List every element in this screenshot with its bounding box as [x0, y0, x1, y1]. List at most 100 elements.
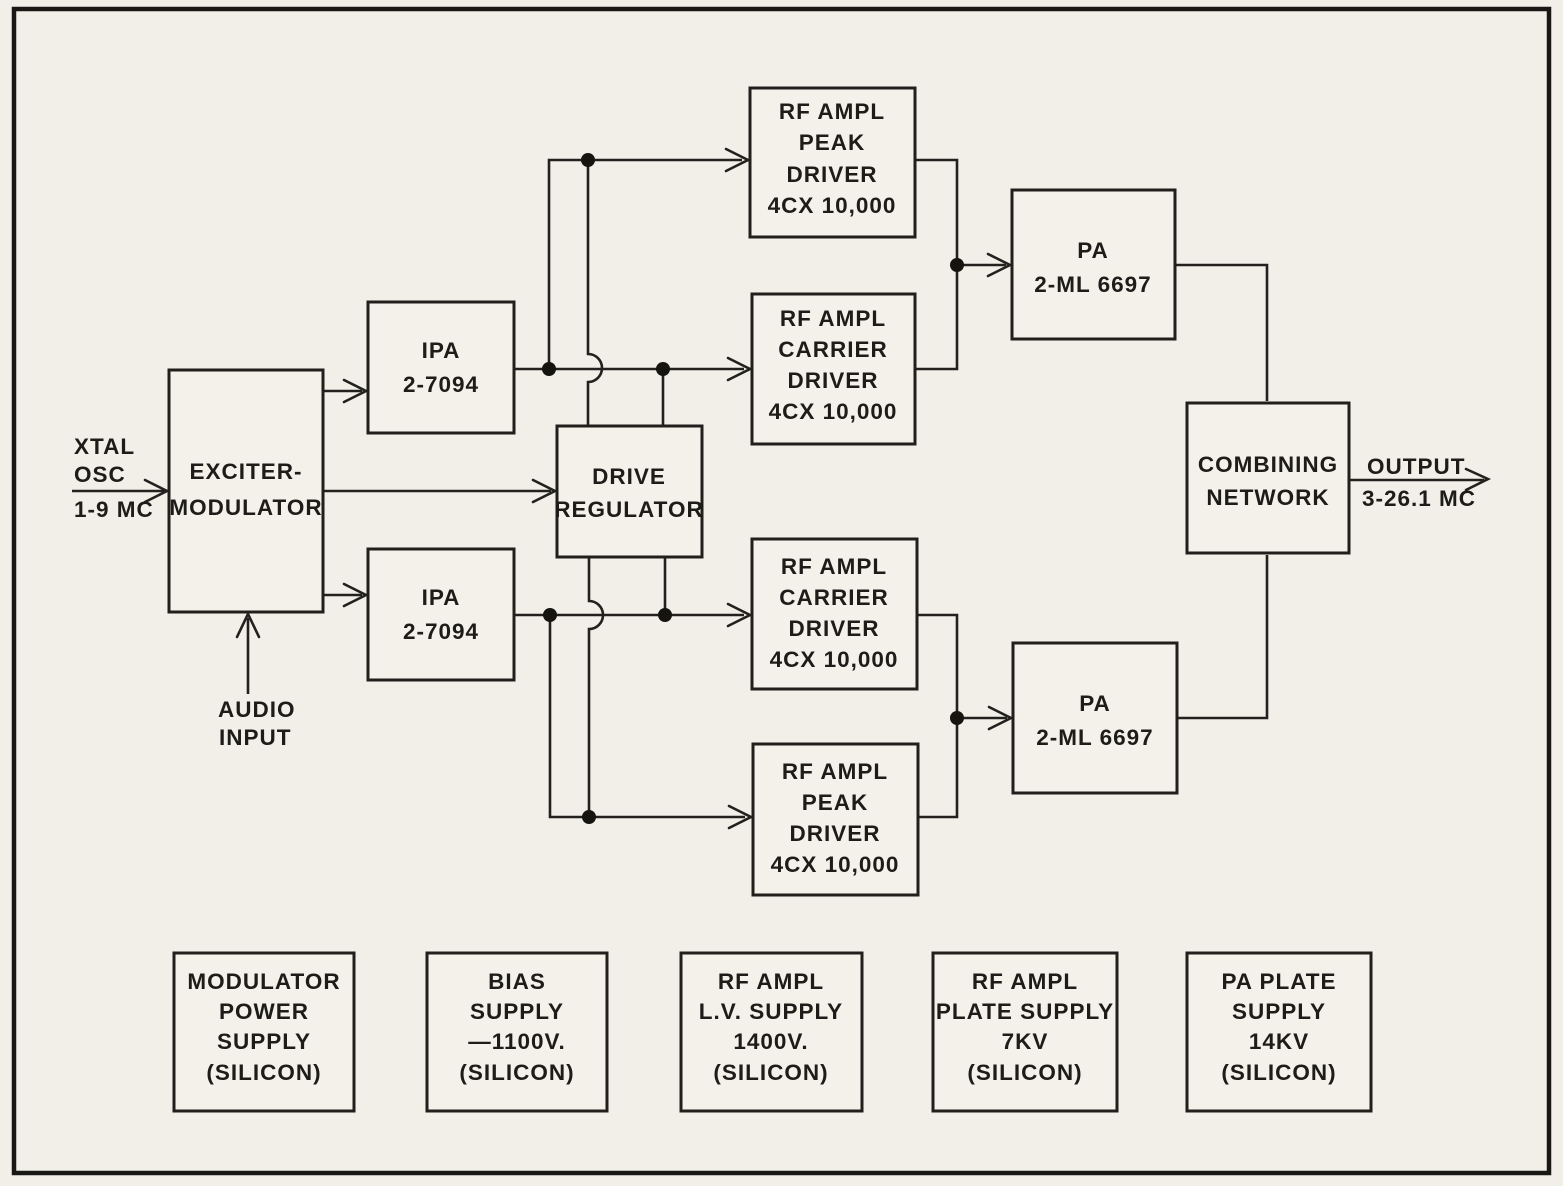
block-label: RF AMPL — [972, 969, 1078, 994]
block-box — [751, 742, 920, 897]
block-label: —1100V. — [468, 1029, 566, 1054]
block-box — [748, 86, 917, 239]
block-rf-ampl-lv-supply: RF AMPL L.V. SUPPLY 1400V. (SILICON) — [679, 951, 864, 1113]
input-annotation: XTAL OSC 1-9 MC — [74, 434, 154, 522]
block-label: DRIVER — [786, 162, 877, 187]
junction-dot — [582, 810, 596, 824]
arrowhead-into-peak-driver-bottom — [727, 804, 754, 830]
block-label: DRIVER — [789, 821, 880, 846]
junction-dot — [950, 258, 964, 272]
output-frequency-label: 3-26.1 MC — [1362, 486, 1476, 511]
wire-branch-to-peak-driver-top — [547, 158, 742, 369]
junction-dot — [950, 711, 964, 725]
arrowhead-into-drive-regulator — [531, 478, 558, 504]
junction-dot — [658, 608, 672, 622]
block-label: 7KV — [1002, 1029, 1049, 1054]
block-label: IPA — [422, 338, 461, 363]
block-label: RF AMPL — [780, 306, 886, 331]
block-pa-bottom: PA 2-ML 6697 — [1011, 641, 1179, 795]
xtal-osc-label: XTAL — [74, 434, 135, 459]
block-box — [425, 951, 609, 1113]
block-label: DRIVER — [788, 616, 879, 641]
arrowhead-into-carrier-driver-bottom — [726, 602, 753, 628]
block-label: L.V. SUPPLY — [699, 999, 843, 1024]
block-label: (SILICON) — [967, 1060, 1082, 1085]
arrowhead-into-carrier-driver-top — [726, 356, 753, 382]
block-label: CARRIER — [778, 337, 888, 362]
block-label: (SILICON) — [206, 1060, 321, 1085]
block-label: (SILICON) — [713, 1060, 828, 1085]
block-label: 2-ML 6697 — [1036, 725, 1153, 750]
block-ipa-bottom: IPA 2-7094 — [366, 547, 516, 682]
block-box — [366, 300, 516, 435]
block-ipa-top: IPA 2-7094 — [366, 300, 516, 435]
block-box — [1011, 641, 1179, 795]
block-label: NETWORK — [1206, 485, 1329, 510]
block-label: PLATE SUPPLY — [936, 999, 1114, 1024]
junction-dot — [656, 362, 670, 376]
block-label: REGULATOR — [554, 497, 703, 522]
block-box — [172, 951, 356, 1113]
block-label: 2-7094 — [403, 619, 479, 644]
block-label: SUPPLY — [1232, 999, 1326, 1024]
wire-peak-line-tap-to-drive-regulator-top — [586, 160, 604, 426]
block-box — [1185, 401, 1351, 555]
block-label: PEAK — [802, 790, 869, 815]
block-label: PA — [1079, 691, 1111, 716]
arrowhead-audio-into-exciter — [235, 610, 261, 639]
page-border-frame — [11, 6, 1552, 1176]
block-label: CARRIER — [779, 585, 889, 610]
xtal-osc-label: OSC — [74, 462, 126, 487]
block-label: 14KV — [1249, 1029, 1309, 1054]
arrowhead-into-ipa-bottom — [342, 582, 369, 608]
block-label: DRIVE — [592, 464, 666, 489]
arrowhead-into-pa-top — [986, 252, 1013, 278]
block-label: 4CX 10,000 — [769, 399, 898, 424]
block-label: DRIVER — [787, 368, 878, 393]
arrowhead-into-pa-bottom — [987, 705, 1014, 731]
block-exciter-modulator: EXCITER- MODULATOR — [167, 368, 325, 614]
block-label: PA PLATE — [1221, 969, 1336, 994]
block-label: IPA — [422, 585, 461, 610]
block-label: 4CX 10,000 — [771, 852, 900, 877]
block-label: SUPPLY — [217, 1029, 311, 1054]
output-annotation: OUTPUT 3-26.1 MC — [1362, 454, 1476, 511]
block-label: BIAS — [488, 969, 546, 994]
block-box — [167, 368, 325, 614]
input-frequency-label: 1-9 MC — [74, 497, 154, 522]
arrowhead-into-exciter — [143, 478, 170, 504]
junction-dots — [542, 153, 964, 824]
block-label: EXCITER- — [189, 459, 302, 484]
block-label: 4CX 10,000 — [770, 647, 899, 672]
block-bias-supply: BIAS SUPPLY —1100V. (SILICON) — [425, 951, 609, 1113]
block-label: MODULATOR — [169, 495, 322, 520]
wire-branch-to-peak-driver-bottom — [548, 615, 745, 819]
wire-pa-bottom-to-combining — [1177, 555, 1269, 720]
block-label: 4CX 10,000 — [768, 193, 897, 218]
block-label: RF AMPL — [782, 759, 888, 784]
block-pa-top: PA 2-ML 6697 — [1010, 188, 1177, 341]
block-label: PEAK — [799, 130, 866, 155]
block-rf-ampl-plate-supply: RF AMPL PLATE SUPPLY 7KV (SILICON) — [931, 951, 1119, 1113]
block-rf-ampl-peak-driver-top: RF AMPL PEAK DRIVER 4CX 10,000 — [748, 86, 917, 239]
audio-input-annotation: AUDIO INPUT — [218, 697, 295, 750]
block-box — [750, 292, 917, 446]
junction-dot — [581, 153, 595, 167]
block-box — [555, 424, 704, 559]
block-label: (SILICON) — [459, 1060, 574, 1085]
block-modulator-power-supply: MODULATOR POWER SUPPLY (SILICON) — [172, 951, 356, 1113]
block-label: 2-7094 — [403, 372, 479, 397]
block-label: RF AMPL — [781, 554, 887, 579]
block-drive-regulator: DRIVE REGULATOR — [554, 424, 704, 559]
output-label: OUTPUT — [1367, 454, 1466, 479]
block-label: (SILICON) — [1221, 1060, 1336, 1085]
block-pa-plate-supply: PA PLATE SUPPLY 14KV (SILICON) — [1185, 951, 1373, 1113]
block-label: RF AMPL — [718, 969, 824, 994]
block-combining-network: COMBINING NETWORK — [1185, 401, 1351, 555]
block-label: MODULATOR — [187, 969, 340, 994]
block-rf-ampl-peak-driver-bottom: RF AMPL PEAK DRIVER 4CX 10,000 — [751, 742, 920, 897]
arrowheads — [143, 147, 1492, 830]
block-label: SUPPLY — [470, 999, 564, 1024]
junction-dot — [543, 608, 557, 622]
